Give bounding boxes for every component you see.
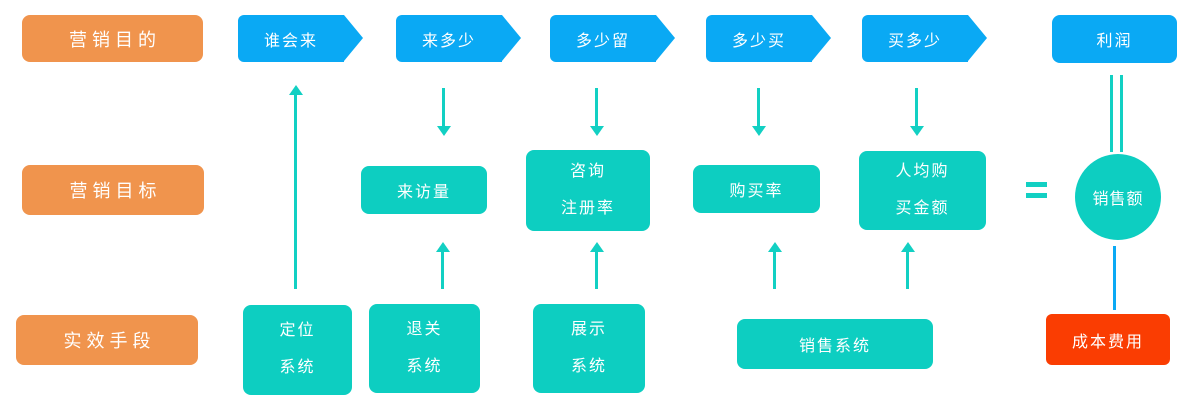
up-arrowhead-icon — [590, 242, 604, 252]
up-arrowhead-icon — [768, 242, 782, 252]
metric-box-consult-register: 咨询 注册率 — [526, 150, 650, 231]
metric-label-line1: 咨询 — [569, 162, 606, 180]
connector-sales-to-avg-purchase — [906, 251, 909, 289]
funnel-step-who-will-come: 谁会来 — [238, 15, 363, 62]
up-arrowhead-icon — [436, 242, 450, 252]
chevron-arrow-icon — [656, 15, 675, 61]
funnel-step-label: 来多少 — [421, 32, 476, 50]
funnel-step-label: 买多少 — [887, 32, 942, 50]
chevron-arrow-icon — [812, 15, 831, 61]
connector-sales-amount-to-cost — [1113, 246, 1116, 310]
funnel-step-label: 谁会来 — [263, 32, 318, 50]
up-arrowhead-icon — [289, 85, 303, 95]
profit-box: 利润 — [1052, 15, 1177, 63]
system-box-retention: 退关 系统 — [369, 304, 480, 393]
sales-amount-circle: 销售额 — [1075, 154, 1161, 240]
funnel-step-label: 多少留 — [575, 32, 630, 50]
funnel-step-label: 多少买 — [731, 32, 786, 50]
connector-positioning-to-step1 — [294, 94, 297, 289]
down-arrowhead-icon — [590, 126, 604, 136]
connector-step2-to-visits — [442, 88, 445, 126]
metric-box-visits: 来访量 — [361, 166, 487, 214]
double-line-connector-right — [1120, 75, 1123, 152]
funnel-step-buy-how-much: 买多少 — [862, 15, 987, 62]
down-arrowhead-icon — [437, 126, 451, 136]
connector-step5-to-avg-purchase — [915, 88, 918, 126]
connector-step3-to-consult — [595, 88, 598, 126]
down-arrowhead-icon — [752, 126, 766, 136]
metric-box-avg-purchase: 人均购 买金额 — [859, 151, 986, 230]
equals-sign-icon — [1015, 165, 1057, 215]
system-label-line1: 定位 — [279, 322, 316, 340]
metric-box-purchase-rate: 购买率 — [693, 165, 820, 213]
system-label-line2: 系统 — [406, 357, 443, 375]
metric-label-line2: 买金额 — [895, 199, 950, 217]
row-label-means: 实效手段 — [16, 315, 198, 365]
connector-retention-to-visits — [441, 251, 444, 289]
system-label-line1: 退关 — [406, 320, 443, 338]
funnel-step-how-many-stay: 多少留 — [550, 15, 675, 62]
up-arrowhead-icon — [901, 242, 915, 252]
connector-sales-to-purchase-rate — [773, 251, 776, 289]
system-label-line1: 展示 — [570, 320, 607, 338]
metric-label-line2: 注册率 — [560, 199, 615, 217]
funnel-step-how-many-come: 来多少 — [396, 15, 521, 62]
system-label-line2: 系统 — [570, 357, 607, 375]
chevron-arrow-icon — [344, 15, 363, 61]
system-box-sales: 销售系统 — [737, 319, 933, 369]
chevron-arrow-icon — [968, 15, 987, 61]
connector-display-to-consult — [595, 251, 598, 289]
chevron-arrow-icon — [502, 15, 521, 61]
funnel-step-how-many-buy: 多少买 — [706, 15, 831, 62]
metric-label-line1: 人均购 — [895, 162, 950, 180]
double-line-connector-left — [1110, 75, 1113, 152]
row-label-target: 营销目标 — [22, 165, 204, 215]
down-arrowhead-icon — [910, 126, 924, 136]
system-label-line2: 系统 — [279, 359, 316, 376]
cost-expense-box: 成本费用 — [1046, 314, 1170, 365]
system-box-positioning: 定位 系统 — [243, 305, 352, 395]
connector-step4-to-purchase-rate — [757, 88, 760, 126]
system-box-display: 展示 系统 — [533, 304, 645, 393]
row-label-purpose: 营销目的 — [22, 15, 203, 62]
